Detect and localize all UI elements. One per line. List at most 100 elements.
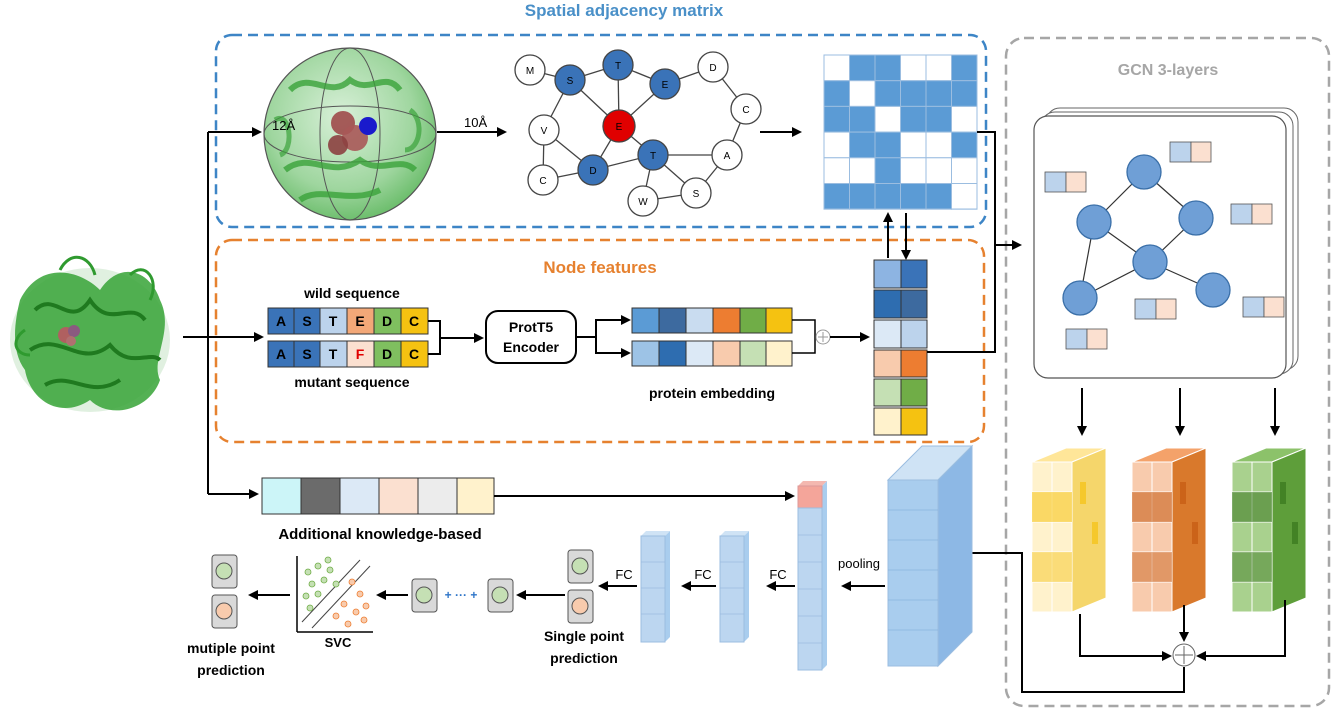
graph-node-label: W: [638, 197, 648, 208]
graph-node-t2: [637, 139, 669, 171]
svc-plot: [296, 556, 373, 633]
pooled-vector: [797, 481, 827, 671]
mutant-residue: A: [276, 346, 286, 362]
gcn-layer-2-tensor: [1131, 447, 1207, 613]
single-point-label-2: prediction: [550, 650, 618, 666]
multi-point-label-2: prediction: [197, 662, 265, 678]
graph-node-s: [554, 64, 586, 96]
mutant-residue: D: [382, 346, 392, 362]
graph-node-e: [649, 68, 681, 100]
matrix-cell: [951, 80, 978, 107]
ensemble-ellipsis: + ··· +: [445, 588, 478, 602]
gcn-section-title: GCN 3-layers: [1118, 62, 1219, 79]
graph-node-v: [528, 114, 560, 146]
wild-residue: C: [409, 313, 419, 329]
matrix-cell: [849, 157, 876, 185]
matrix-cell: [849, 183, 876, 210]
graph-node-m: [514, 54, 546, 86]
graph-node-label: D: [589, 166, 596, 177]
protein-embedding-label: protein embedding: [649, 385, 775, 401]
matrix-cell: [874, 131, 901, 159]
graph-node-label: D: [709, 63, 716, 74]
wild-residue: S: [302, 313, 311, 329]
arrow-seq-to-encoder: [428, 320, 482, 355]
graph-node-label: E: [616, 122, 623, 133]
wild-sequence-label: wild sequence: [303, 285, 400, 301]
label-10a: 10Å: [464, 115, 487, 130]
fc-layer-1: [640, 531, 670, 643]
mutant-sequence: A S T F D C: [267, 340, 429, 368]
wild-sequence: A S T E D C: [267, 307, 429, 335]
mutant-embedding: [631, 340, 793, 367]
fc-label-1: FC: [615, 567, 632, 582]
wild-residue: A: [276, 313, 286, 329]
arrow-encoder-split: [576, 319, 627, 354]
gcn-layer-tensors: [1031, 447, 1307, 613]
structure-sphere: [263, 47, 437, 221]
mutant-residue-f: F: [356, 346, 365, 362]
matrix-cell: [823, 105, 850, 133]
graph-node-w: [627, 185, 659, 217]
matrix-cell: [900, 183, 927, 210]
node-features-border: [214, 238, 986, 444]
matrix-cell: [951, 54, 978, 82]
protein-structure-image: [10, 256, 170, 412]
additional-knowledge-label: Additional knowledge-based: [278, 526, 481, 543]
ensemble-outputs: [411, 578, 514, 613]
embedding-join: [792, 319, 816, 354]
graph-node-label: S: [693, 189, 700, 200]
matrix-cell: [823, 54, 850, 82]
label-12a: 12Å: [272, 118, 295, 133]
matrix-cell: [900, 105, 927, 133]
fc-label-2: FC: [694, 567, 711, 582]
graph-node-label: V: [541, 126, 548, 137]
spatial-section-border: [214, 33, 988, 229]
wild-residue: T: [329, 313, 338, 329]
matrix-cell: [823, 157, 850, 185]
matrix-cell: [925, 80, 952, 107]
matrix-cell: [849, 80, 876, 107]
wild-embedding: [631, 307, 793, 334]
fc-layer-2: [719, 531, 749, 643]
wild-residue: D: [382, 313, 392, 329]
encoder-label-2: Encoder: [503, 339, 560, 355]
graph-node-s2: [680, 177, 712, 209]
multiple-point-output: [211, 554, 238, 629]
pooling-label: pooling: [838, 556, 880, 571]
gcn-layer-3-tensor: [1231, 447, 1307, 613]
arrow-matrix-to-gcn: [977, 131, 1022, 250]
matrix-cell: [900, 157, 927, 185]
matrix-cell: [925, 157, 952, 185]
graph-node-center-e: [602, 109, 636, 143]
graph-node-label: E: [662, 80, 669, 91]
graph-node-label: M: [526, 66, 534, 77]
mutant-residue: S: [302, 346, 311, 362]
graph-node-label: C: [539, 176, 546, 187]
graph-feature-block: [886, 444, 974, 668]
matrix-cell: [874, 54, 901, 82]
graph-node-t: [602, 49, 634, 81]
matrix-cell: [874, 157, 901, 185]
matrix-cell: [874, 183, 901, 210]
node-feature-matrix: [873, 259, 928, 436]
multi-point-label-1: mutiple point: [187, 640, 275, 656]
svc-label: SVC: [325, 635, 352, 650]
graph-node-c2: [527, 164, 559, 196]
matrix-cell: [823, 80, 850, 107]
node-features-title: Node features: [543, 258, 656, 277]
matrix-cell: [849, 131, 876, 159]
matrix-cell: [951, 157, 978, 185]
arrow-features-to-gcn: [927, 245, 996, 353]
single-point-label-1: Single point: [544, 628, 624, 644]
matrix-cell: [900, 131, 927, 159]
mutant-residue: T: [329, 346, 338, 362]
adjacency-matrix: [823, 54, 978, 210]
graph-node-d2: [577, 154, 609, 186]
gcn-section-border: [1004, 36, 1331, 708]
graph-node-a: [711, 139, 743, 171]
matrix-cell: [900, 54, 927, 82]
graph-node-label: A: [724, 151, 731, 162]
spatial-section-title: Spatial adjacency matrix: [525, 1, 724, 20]
